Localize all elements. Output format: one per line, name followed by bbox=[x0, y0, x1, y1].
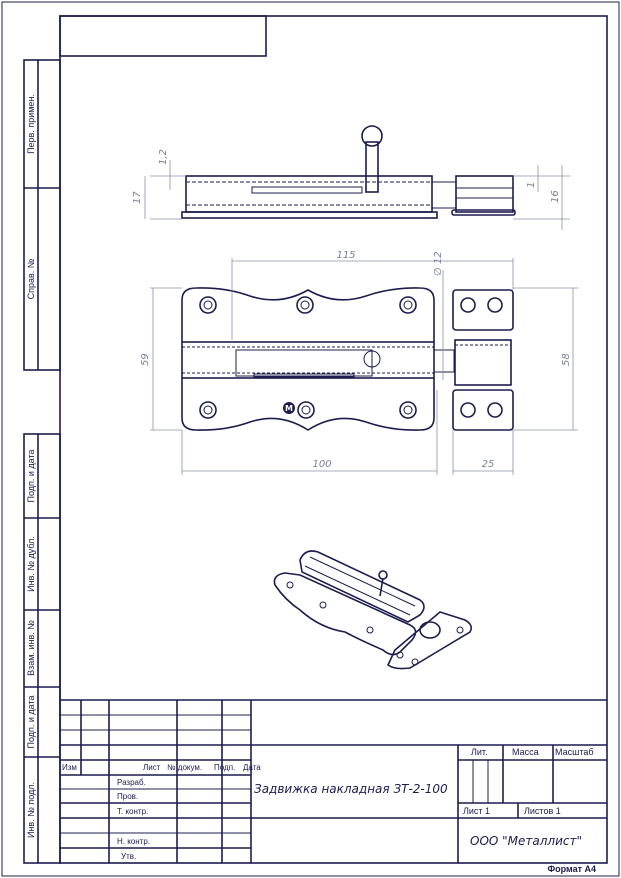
header-doc-no: № докум. bbox=[167, 763, 202, 772]
role-approved: Утв. bbox=[121, 852, 136, 861]
side-label: Инв. № дубл. bbox=[26, 536, 36, 592]
dim-overall-length: 115 bbox=[336, 250, 355, 261]
role-tech-control: Т. контр. bbox=[117, 807, 148, 816]
side-label: Инв. № подл. bbox=[26, 782, 36, 838]
side-label: Взам. инв. № bbox=[26, 620, 36, 676]
dim-height: 17 bbox=[132, 191, 143, 204]
drawing-title: Задвижка накладная ЗТ-2-100 bbox=[254, 782, 448, 796]
scale-label: Масштаб bbox=[555, 747, 594, 757]
dim-thickness: 1,2 bbox=[158, 149, 169, 165]
format-label: Формат А4 bbox=[547, 864, 596, 874]
role-norm-control: Н. контр. bbox=[117, 837, 150, 846]
side-label: Подп. и дата bbox=[26, 449, 36, 502]
isometric-view bbox=[273, 550, 472, 670]
logo-mark-icon: M bbox=[283, 402, 295, 414]
dim-strike-thickness: 1 bbox=[526, 182, 537, 188]
header-sign: Подп. bbox=[214, 763, 235, 772]
side-label: Справ. № bbox=[26, 258, 36, 299]
top-left-box bbox=[59, 15, 267, 57]
plan-view-dimensions: 115 ∅ 12 59 58 100 25 bbox=[140, 250, 578, 475]
drawing-frame bbox=[59, 15, 608, 864]
side-label: Перв. примен. bbox=[26, 94, 36, 154]
side-view-dimensions: 17 1,2 1 16 bbox=[132, 149, 570, 230]
dim-plate-height: 59 bbox=[140, 353, 151, 366]
dim-plate-length: 100 bbox=[312, 459, 331, 470]
dim-strike-height: 16 bbox=[550, 190, 561, 203]
dim-bolt-diameter: ∅ 12 bbox=[433, 251, 444, 276]
header-izm: Изм bbox=[62, 763, 77, 772]
company-name: ООО "Металлист" bbox=[470, 834, 582, 848]
header-list: Лист bbox=[143, 763, 161, 772]
left-strip: Перв. примен. Справ. № Подп. и дата Инв.… bbox=[23, 59, 61, 864]
sheets-label: Листов 1 bbox=[524, 806, 561, 816]
lit-label: Лит. bbox=[471, 747, 488, 757]
role-developer: Разраб. bbox=[117, 778, 146, 787]
knob-icon bbox=[363, 350, 381, 368]
plan-view: M bbox=[181, 287, 514, 431]
svg-text:M: M bbox=[285, 404, 293, 413]
role-checker: Пров. bbox=[117, 792, 138, 801]
mount-holes bbox=[199, 296, 417, 419]
dim-strike-height: 58 bbox=[561, 353, 572, 366]
dim-strike-length: 25 bbox=[482, 459, 495, 470]
mass-label: Масса bbox=[512, 747, 539, 757]
header-date: Дата bbox=[243, 763, 261, 772]
title-block: Изм Лист № докум. Подп. Дата Разраб. Про… bbox=[60, 699, 607, 874]
sheet-label: Лист 1 bbox=[463, 806, 490, 816]
side-label: Подп. и дата bbox=[26, 695, 36, 748]
side-view bbox=[181, 125, 516, 219]
